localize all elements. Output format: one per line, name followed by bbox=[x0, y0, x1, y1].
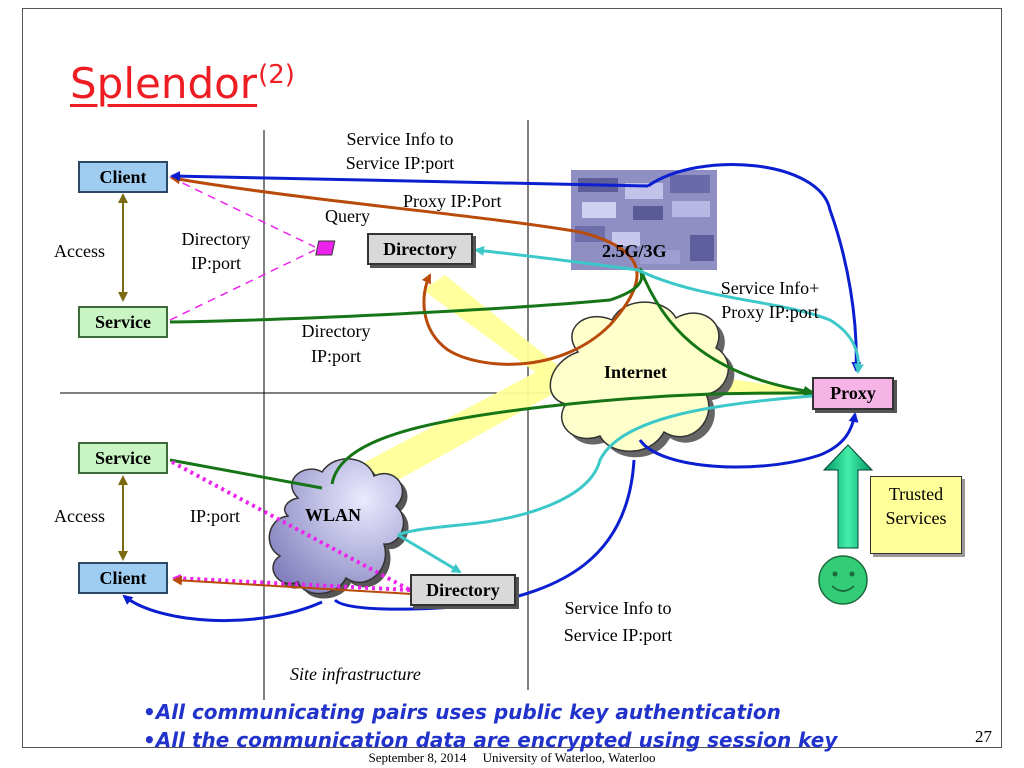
label-proxy-ip-port: Proxy IP:Port bbox=[403, 191, 502, 211]
dotted-service-directory-link bbox=[171, 460, 411, 592]
label-access-bottom: Access bbox=[54, 506, 105, 526]
directory-box-bottom[interactable]: Directory bbox=[410, 574, 516, 606]
label-proxy-ip-port-2: Proxy IP:port bbox=[721, 302, 819, 322]
smiley-icon bbox=[818, 555, 868, 605]
proxy-ip-port-link bbox=[170, 174, 581, 234]
label-site-infrastructure: Site infrastructure bbox=[290, 664, 421, 684]
client-box-bottom[interactable]: Client bbox=[78, 562, 168, 594]
blue-client-link-top bbox=[170, 171, 649, 188]
cyan-directory-link-bottom bbox=[397, 533, 462, 574]
green-service-link-top bbox=[169, 269, 644, 324]
cyan-proxy-link-top bbox=[637, 268, 864, 374]
wlan-label: WLAN bbox=[305, 505, 362, 525]
cyan-directory-link-top bbox=[474, 245, 639, 272]
title-text: Splendor bbox=[70, 59, 258, 108]
proxy-box[interactable]: Proxy bbox=[812, 377, 894, 410]
slide-footer: September 8, 2014 University of Waterloo… bbox=[368, 750, 656, 765]
label-access-top: Access bbox=[54, 241, 105, 261]
bullet-item: •All communicating pairs uses public key… bbox=[143, 700, 781, 724]
slide-frame bbox=[22, 8, 1002, 748]
bullet-item: •All the communication data are encrypte… bbox=[143, 728, 838, 752]
directory-box-top[interactable]: Directory bbox=[367, 233, 473, 265]
label-directory-ip-port-b: IP:port bbox=[190, 253, 241, 273]
label-service-ip-port-top: Service IP:port bbox=[345, 153, 455, 173]
network-25g-label: 2.5G/3G bbox=[602, 241, 667, 261]
green-wlan-proxy-link bbox=[330, 387, 814, 485]
green-proxy-link bbox=[638, 267, 814, 396]
internet-label: Internet bbox=[604, 362, 667, 382]
yellow-band-directory bbox=[423, 275, 595, 405]
label-service-info-to-bottom: Service Info to bbox=[564, 598, 672, 618]
brown-client-directory-link bbox=[172, 575, 413, 595]
label-directory-ip-port-2a: Directory bbox=[301, 321, 371, 341]
label-query: Query bbox=[325, 206, 370, 226]
service-box-bottom[interactable]: Service bbox=[78, 442, 168, 474]
client-box-top[interactable]: Client bbox=[78, 161, 168, 193]
trusted-up-arrow bbox=[822, 444, 874, 549]
directory-loop-link bbox=[421, 230, 639, 366]
slide-title: Splendor(2) bbox=[70, 62, 295, 105]
query-icon bbox=[315, 240, 336, 256]
page-number: 27 bbox=[975, 727, 992, 746]
green-service-wlan-link bbox=[169, 458, 323, 490]
bullet-text: All the communication data are encrypted… bbox=[155, 728, 838, 752]
label-directory-ip-port-a: Directory bbox=[181, 229, 251, 249]
blue-proxy-link-bottom bbox=[638, 412, 859, 469]
bullet-text: All communicating pairs uses public key … bbox=[155, 700, 781, 724]
label-service-ip-port-bottom: Service IP:port bbox=[563, 625, 673, 645]
blue-client-link-bottom bbox=[122, 594, 323, 623]
label-directory-ip-port-2b: IP:port bbox=[310, 346, 361, 366]
dotted-client-directory-link bbox=[172, 573, 411, 592]
yellow-band-wlan bbox=[350, 370, 560, 490]
trusted-services-note: Trusted Services bbox=[870, 476, 962, 554]
label-service-info-to-top: Service Info to bbox=[346, 129, 454, 149]
label-service-info-plus: Service Info+ bbox=[720, 278, 820, 298]
title-superscript: (2) bbox=[258, 60, 295, 90]
blue-proxy-link-top bbox=[647, 163, 862, 372]
cyan-wlan-link bbox=[397, 394, 813, 537]
wlan-cloud bbox=[268, 458, 409, 599]
bullet-list: •All communicating pairs uses public key… bbox=[143, 698, 837, 754]
service-box-top[interactable]: Service bbox=[78, 306, 168, 338]
label-ip-port: IP:port bbox=[190, 506, 241, 526]
